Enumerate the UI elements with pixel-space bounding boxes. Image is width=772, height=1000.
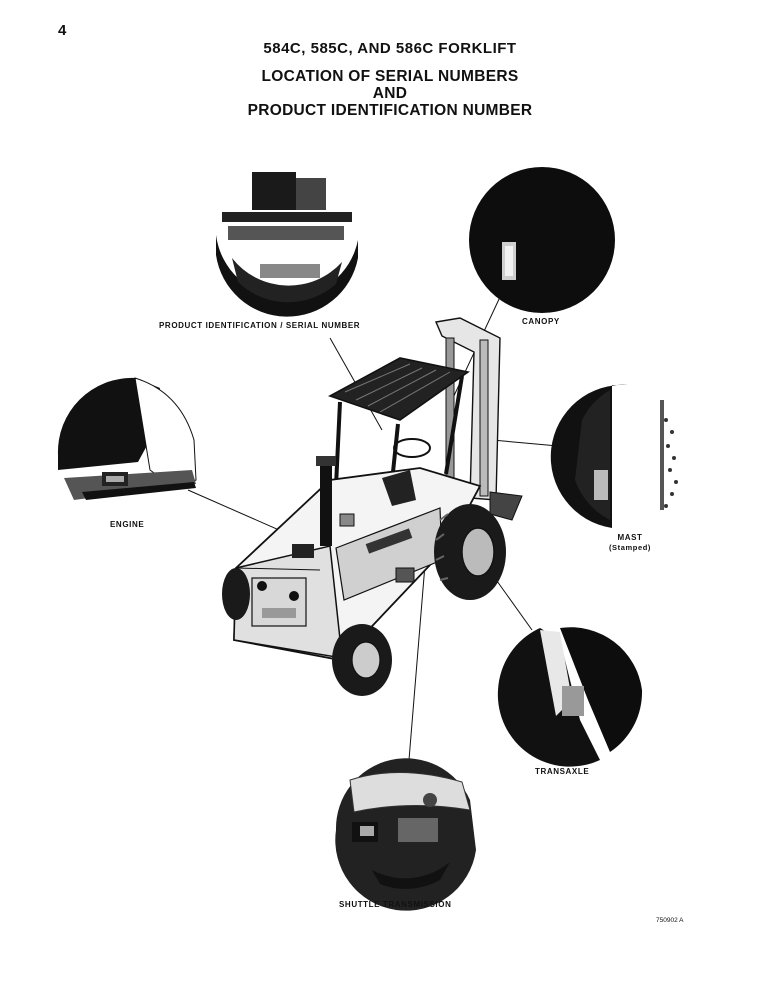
detail-canopy bbox=[469, 167, 615, 313]
forklift-body bbox=[222, 317, 523, 696]
subtitle-line-2: AND bbox=[372, 85, 408, 102]
subtitle-line-1: LOCATION OF SERIAL NUMBERS bbox=[261, 68, 519, 85]
detail-mast bbox=[550, 384, 678, 528]
label-transaxle: TRANSAXLE bbox=[535, 767, 590, 776]
detail-transaxle bbox=[497, 627, 643, 767]
label-shuttle-transmission: SHUTTLE TRANSMISSION bbox=[339, 900, 452, 909]
label-product-identification: PRODUCT IDENTIFICATION / SERIAL NUMBER bbox=[159, 321, 361, 330]
label-mast: MAST bbox=[617, 533, 643, 542]
figure-code: 750902 A bbox=[656, 917, 684, 924]
label-engine: ENGINE bbox=[110, 520, 145, 529]
leader-mast bbox=[491, 439, 559, 447]
detail-engine bbox=[57, 377, 197, 500]
detail-shuttle bbox=[335, 758, 476, 911]
detail-product-id bbox=[212, 172, 358, 338]
label-canopy: CANOPY bbox=[522, 317, 560, 326]
model-title: 584C, 585C, AND 586C FORKLIFT bbox=[263, 40, 517, 57]
subtitle-line-3: PRODUCT IDENTIFICATION NUMBER bbox=[247, 102, 533, 119]
label-mast-note: (Stamped) bbox=[608, 543, 652, 552]
page-number: 4 bbox=[58, 22, 67, 39]
